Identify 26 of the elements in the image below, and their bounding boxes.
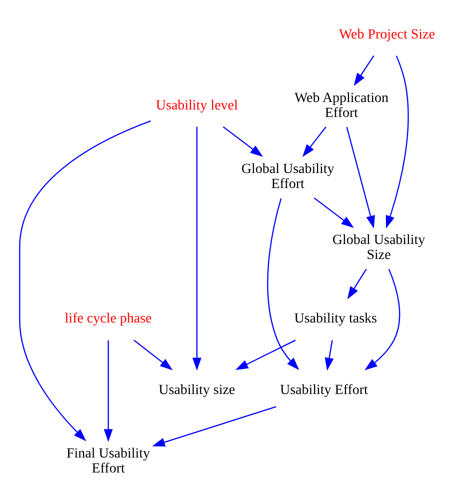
node-text: Web Project Size: [338, 26, 435, 42]
arrow: [192, 126, 202, 370]
node-text: Usability size: [158, 382, 236, 398]
node-text: Usability Effort: [280, 382, 368, 398]
arrow: [222, 126, 263, 156]
arrow: [314, 196, 354, 228]
arrow: [152, 406, 276, 446]
arrow: [354, 54, 374, 86]
arrow: [104, 340, 113, 442]
node-text: life cycle phase: [64, 311, 152, 326]
arrow: [19, 120, 151, 441]
arrow: [346, 126, 375, 228]
arrow: [134, 339, 173, 370]
node-text: Web Application Effort: [294, 90, 388, 120]
node-text: Global Usability Size: [332, 232, 426, 263]
node-text: Usability level: [156, 98, 238, 113]
node-text: Global Usability Effort: [241, 161, 334, 192]
arrow: [364, 268, 400, 370]
arrow: [302, 126, 326, 157]
arrow: [347, 268, 367, 299]
node-text: Usability tasks: [294, 311, 378, 326]
arrow: [324, 340, 334, 370]
arrow: [267, 198, 300, 370]
node-text: Final Usability Effort: [66, 446, 150, 476]
arrow: [386, 55, 409, 228]
arrow: [235, 339, 296, 370]
